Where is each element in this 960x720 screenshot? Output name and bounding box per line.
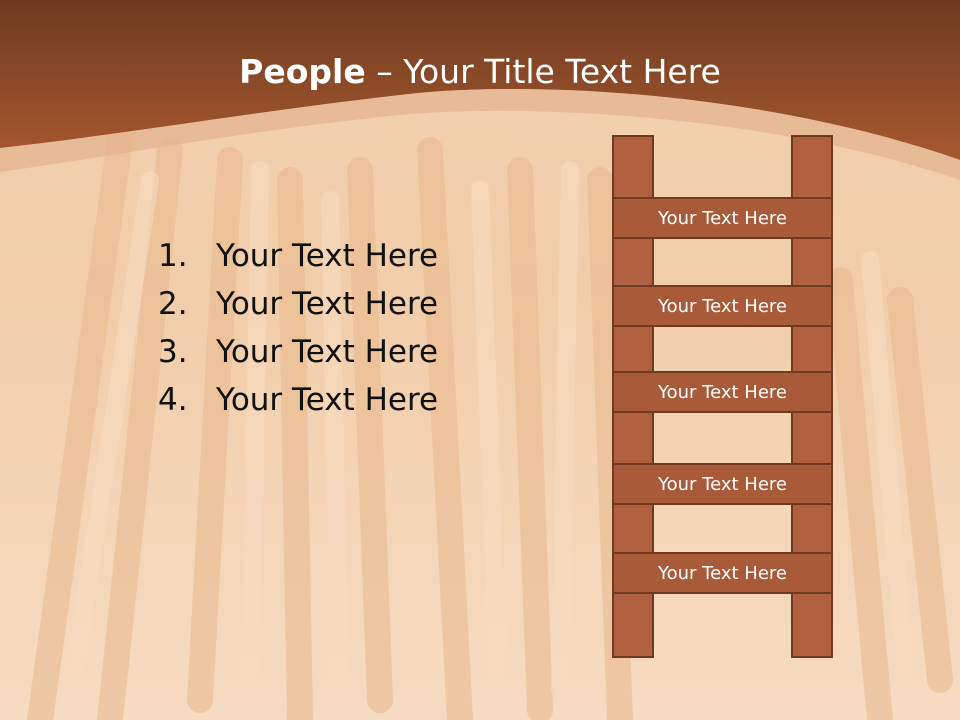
list-text: Your Text Here	[216, 286, 439, 322]
list-item: 2. Your Text Here	[158, 280, 438, 328]
list-number: 2.	[158, 286, 188, 322]
list-number: 3.	[158, 334, 188, 370]
list-text: Your Text Here	[216, 382, 439, 418]
header-band	[0, 0, 960, 180]
list-item: 3. Your Text Here	[158, 328, 438, 376]
title-rest: – Your Title Text Here	[365, 52, 721, 91]
list-text: Your Text Here	[216, 334, 439, 370]
list-text: Your Text Here	[216, 238, 439, 274]
title-bold: People	[239, 52, 366, 91]
list-number: 4.	[158, 382, 188, 418]
numbered-list: 1. Your Text Here 2. Your Text Here 3. Y…	[158, 232, 438, 424]
list-item: 1. Your Text Here	[158, 232, 438, 280]
slide-title: People – Your Title Text Here	[0, 52, 960, 91]
list-number: 1.	[158, 238, 188, 274]
list-item: 4. Your Text Here	[158, 376, 438, 424]
